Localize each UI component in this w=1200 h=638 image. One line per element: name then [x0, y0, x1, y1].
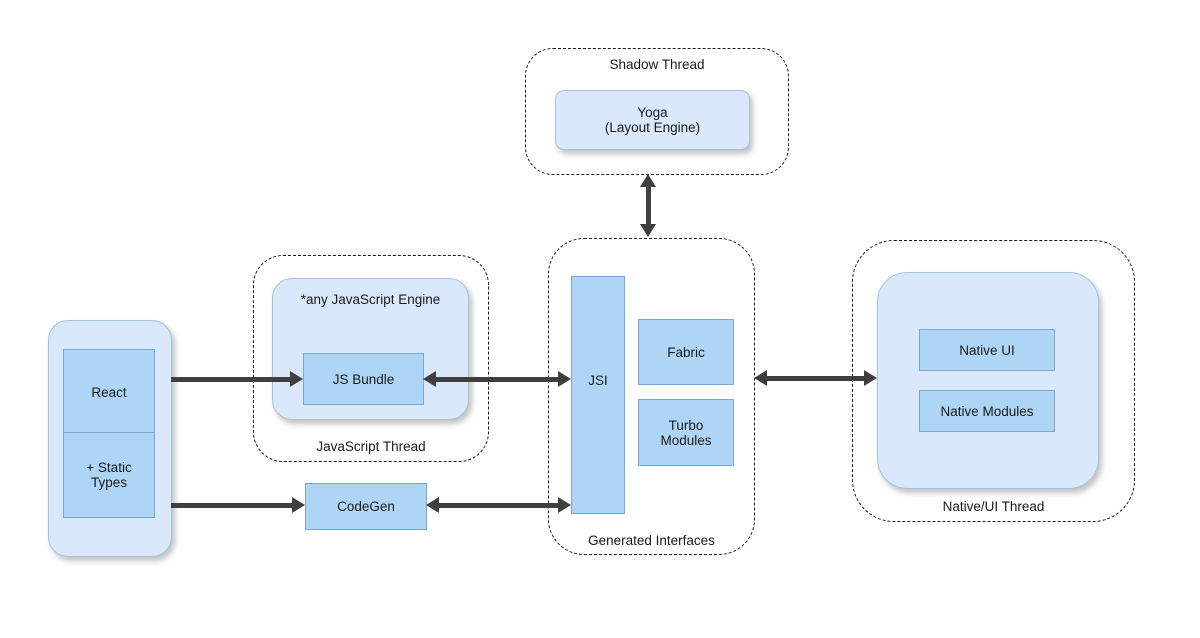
generated-interfaces-label: Generated Interfaces	[588, 533, 715, 548]
edge-react-to-jsbundle	[171, 371, 303, 387]
jsi-label: JSI	[588, 372, 608, 388]
native-thread-container: Native/UI Thread	[852, 240, 1135, 522]
edge-generatedinterfaces-native	[754, 370, 877, 386]
shadow-thread-label: Shadow Thread	[609, 57, 705, 72]
native-modules-node: Native Modules	[919, 390, 1055, 432]
javascript-thread-container: JavaScript Thread	[253, 255, 489, 462]
jsi-node: JSI	[571, 276, 625, 514]
edge-jsbundle-jsi	[423, 371, 571, 387]
native-inner-container	[877, 272, 1099, 489]
native-ui-node: Native UI	[919, 329, 1055, 371]
turbo-modules-node: Turbo Modules	[638, 399, 734, 466]
native-thread-label: Native/UI Thread	[942, 499, 1045, 514]
shadow-thread-container: Shadow Thread	[525, 48, 789, 175]
js-engine-label: *any JavaScript Engine	[300, 292, 441, 307]
js-bundle-node: JS Bundle	[303, 353, 424, 405]
codegen-node: CodeGen	[305, 483, 427, 530]
javascript-thread-label: JavaScript Thread	[316, 439, 426, 454]
static-types-node: + Static Types	[63, 432, 155, 518]
edge-codegen-jsi	[426, 497, 571, 513]
fabric-node: Fabric	[638, 319, 734, 385]
yoga-node: Yoga (Layout Engine)	[555, 90, 750, 150]
edge-statictypes-to-codegen	[171, 497, 305, 513]
generated-interfaces-container: Generated Interfaces	[548, 238, 755, 555]
react-node: React	[63, 349, 155, 435]
edge-shadowthread-generatedinterfaces	[640, 174, 656, 237]
